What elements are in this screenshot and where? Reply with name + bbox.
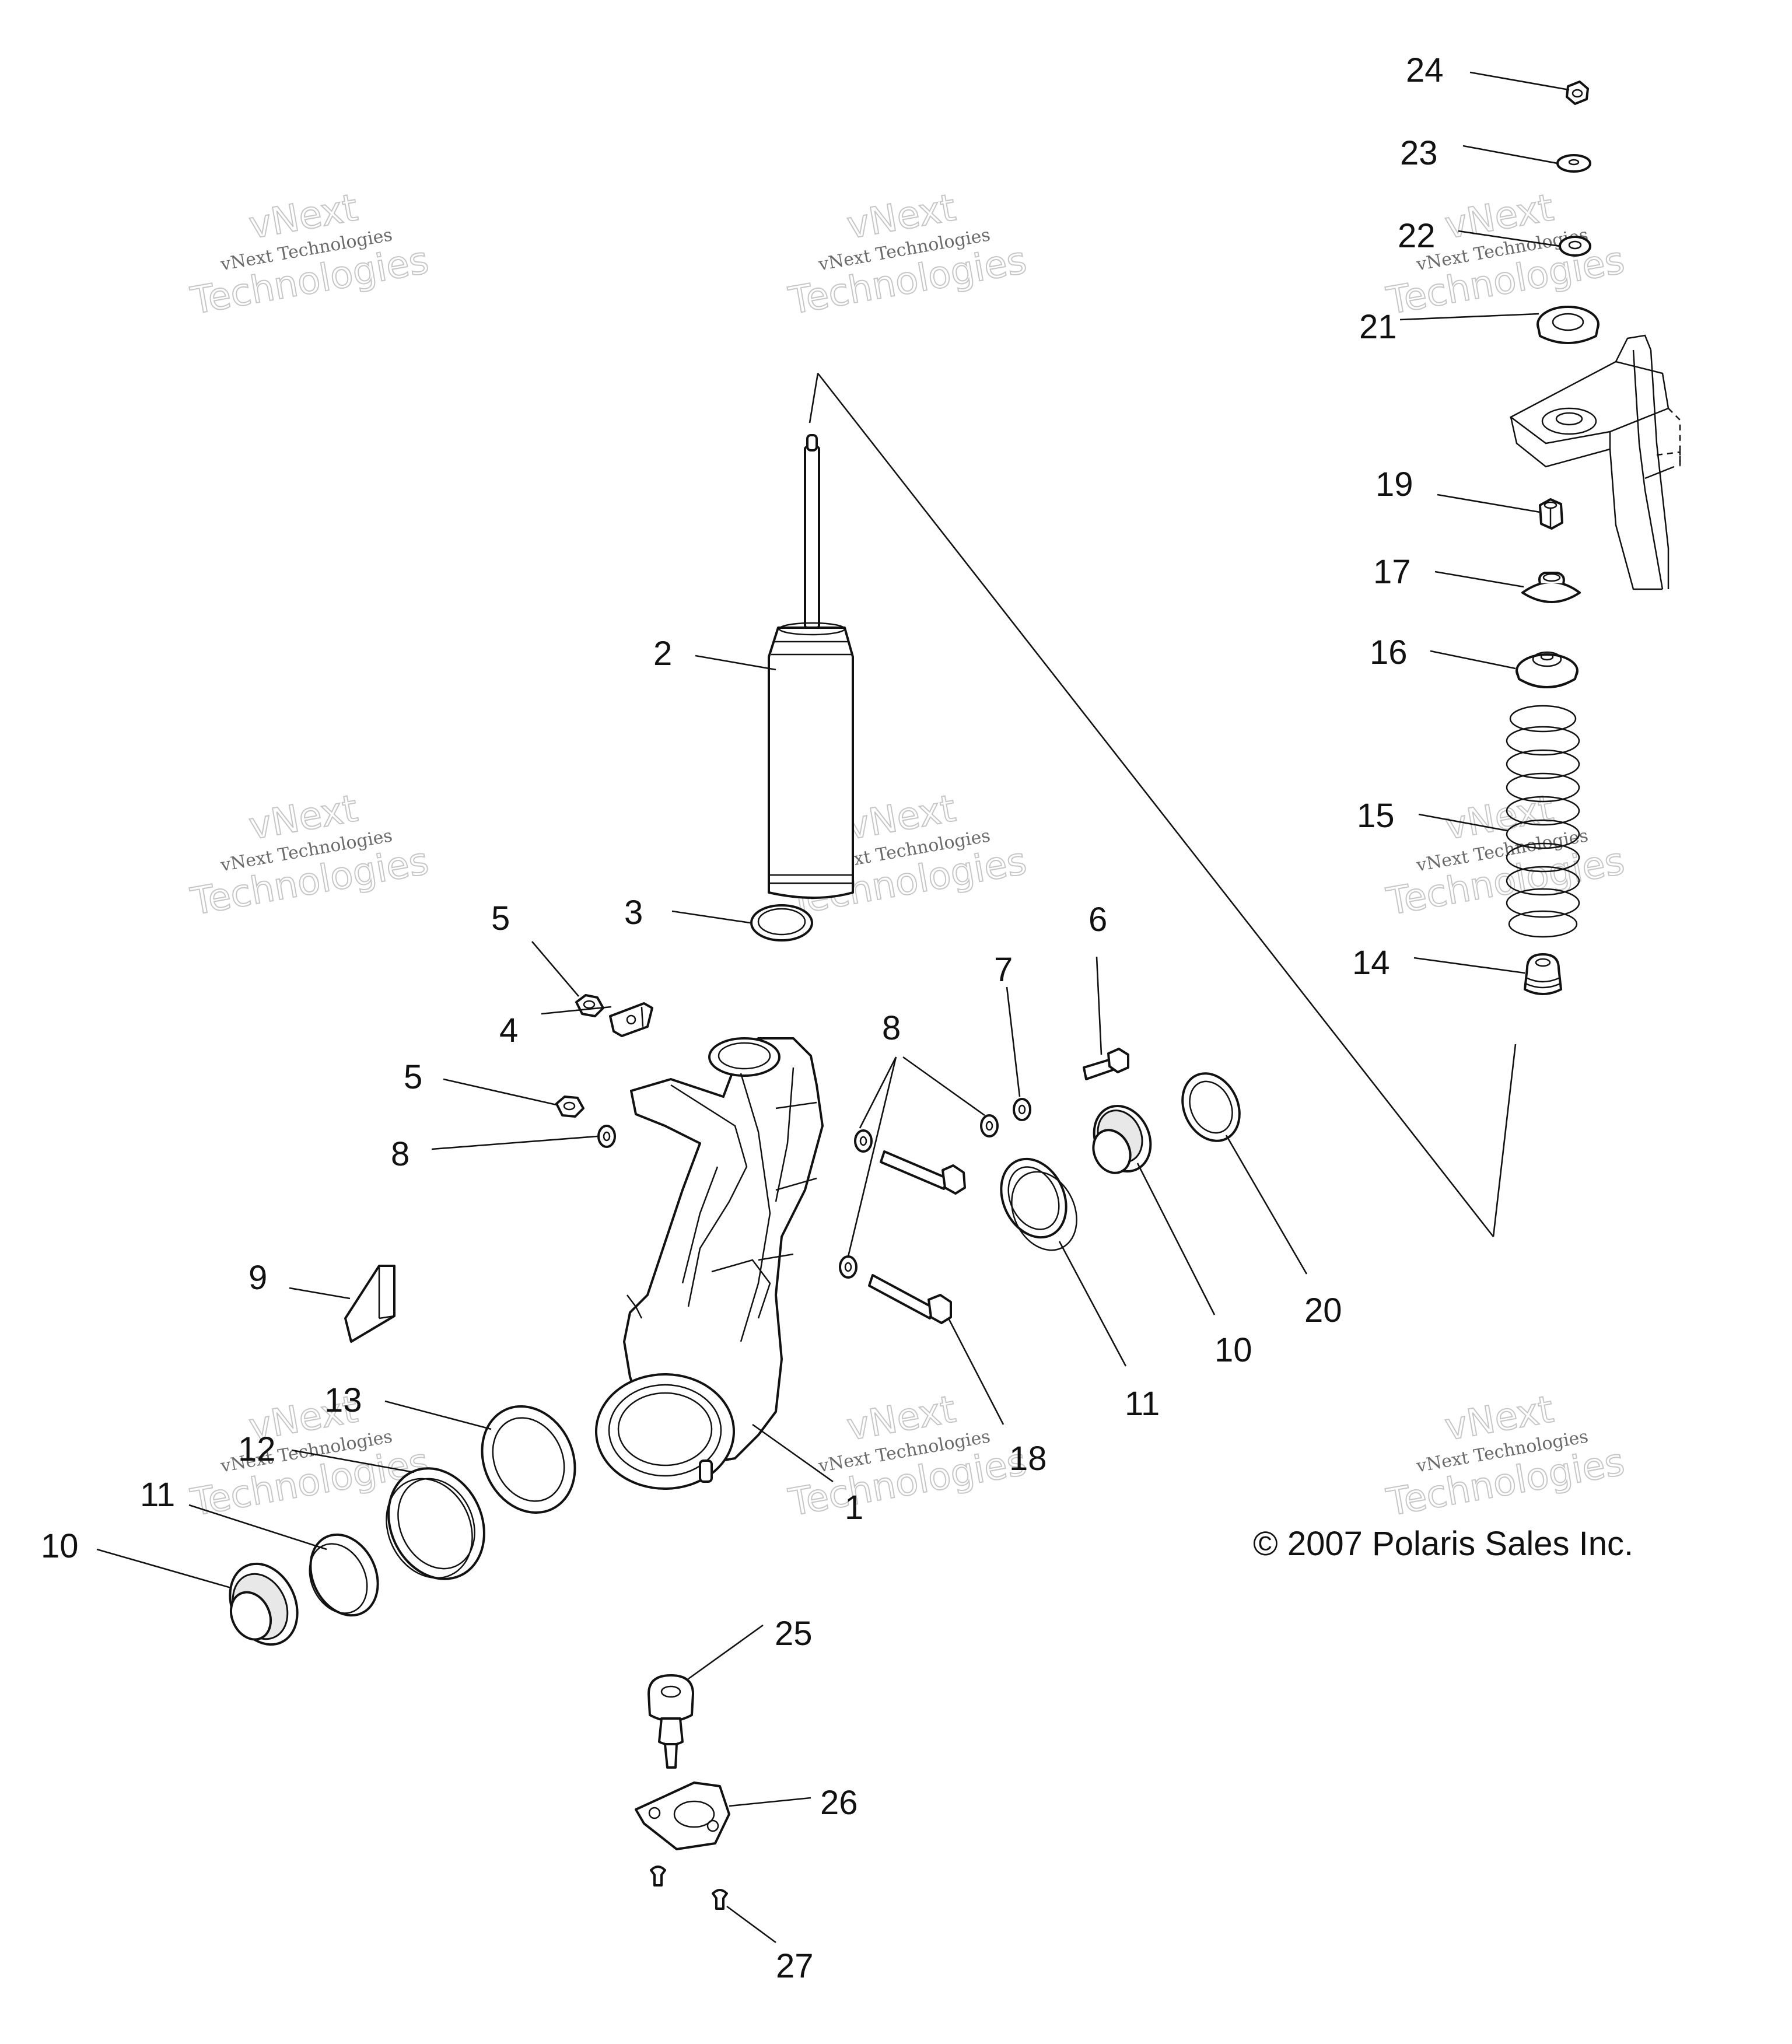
callout-9: 9	[249, 1259, 267, 1297]
leader-lines	[96, 71, 1570, 1944]
callout-5: 5	[404, 1058, 422, 1096]
frame-tower	[1509, 334, 1681, 590]
part-11-race-right	[1000, 1157, 1077, 1251]
part-15-spring	[1506, 705, 1580, 938]
part-10-bearing-left	[229, 1562, 299, 1646]
callout-10: 10	[1214, 1331, 1252, 1369]
part-8-washer-upper	[854, 1129, 873, 1153]
watermark: vNext vNext Technologies Technologies	[785, 1387, 1031, 1525]
callout-22: 22	[1398, 217, 1436, 255]
callout-11: 11	[140, 1476, 175, 1514]
callout-3: 3	[624, 894, 643, 932]
callout-15: 15	[1357, 797, 1395, 835]
callout-19: 19	[1376, 466, 1413, 503]
part-8-washer-left	[597, 1125, 616, 1148]
part-21-mount	[1536, 306, 1600, 344]
bolt-upper	[880, 1150, 966, 1195]
callout-25: 25	[775, 1615, 813, 1653]
callout-20: 20	[1304, 1292, 1342, 1329]
callout-10: 10	[41, 1527, 79, 1565]
part-24-nut	[1566, 80, 1589, 105]
watermark-layer: vNext vNext Technologies Technologies vN…	[187, 186, 1629, 1525]
watermark: vNext vNext Technologies Technologies	[1383, 786, 1629, 925]
part-5-nut-upper	[575, 994, 604, 1017]
part-4-clip	[609, 1002, 653, 1037]
callout-21: 21	[1359, 308, 1397, 346]
part-26-plate	[635, 1782, 730, 1850]
callout-2: 2	[653, 635, 672, 673]
callout-12: 12	[238, 1430, 276, 1468]
callout-labels: 24 23 22 21 19 17 16 15 14 2 3 5 4 5 8 6…	[41, 51, 1444, 1985]
callout-8: 8	[391, 1135, 410, 1173]
callout-26: 26	[820, 1784, 858, 1822]
part-13-seal-left	[481, 1405, 576, 1514]
part-1-knuckle	[595, 1037, 824, 1490]
callout-5: 5	[491, 900, 510, 937]
part-16-retainer	[1516, 651, 1578, 688]
callout-7: 7	[994, 951, 1013, 989]
watermark: vNext vNext Technologies Technologies	[187, 186, 433, 324]
callout-18: 18	[1009, 1440, 1047, 1478]
callout-14: 14	[1352, 944, 1390, 982]
part-17-cup	[1521, 572, 1581, 603]
part-23-washer	[1556, 154, 1591, 173]
part-22-washer	[1559, 236, 1591, 257]
callout-13: 13	[324, 1381, 362, 1419]
part-9-wedge	[344, 1265, 396, 1343]
callout-24: 24	[1406, 51, 1444, 89]
part-27-rivet-left	[650, 1866, 666, 1887]
callout-4: 4	[499, 1012, 518, 1049]
part-27-rivet-right	[712, 1889, 728, 1910]
part-19-nut	[1539, 498, 1563, 530]
part-8-washer-middle	[980, 1114, 999, 1138]
callout-11: 11	[1125, 1385, 1160, 1423]
callout-6: 6	[1088, 901, 1107, 939]
callout-23: 23	[1400, 134, 1438, 172]
callout-16: 16	[1370, 634, 1408, 671]
part-8-washer-lower	[839, 1255, 858, 1279]
callout-17: 17	[1373, 553, 1411, 591]
watermark: vNext vNext Technologies Technologies	[1383, 1387, 1629, 1525]
part-5-nut-lower	[555, 1096, 584, 1118]
watermark: vNext vNext Technologies Technologies	[785, 186, 1031, 324]
callout-27: 27	[776, 1947, 814, 1985]
callout-1: 1	[845, 1489, 863, 1527]
part-18-bolt	[868, 1274, 952, 1324]
watermark: vNext vNext Technologies Technologies	[187, 786, 433, 925]
part-10-bearing-right	[1092, 1104, 1152, 1174]
part-25-ball-joint	[648, 1674, 694, 1769]
part-3-ring	[750, 904, 813, 942]
part-20-seal-right	[1181, 1072, 1241, 1142]
part-7-washer	[1013, 1098, 1031, 1121]
part-2-strut	[768, 434, 854, 899]
part-11-race-left	[309, 1533, 379, 1617]
part-6-bolt	[1083, 1048, 1129, 1080]
callout-8: 8	[882, 1009, 901, 1047]
assembly-bracket	[808, 373, 1517, 1237]
part-14-bump-stop	[1524, 953, 1562, 995]
copyright-notice: © 2007 Polaris Sales Inc.	[1253, 1525, 1633, 1563]
